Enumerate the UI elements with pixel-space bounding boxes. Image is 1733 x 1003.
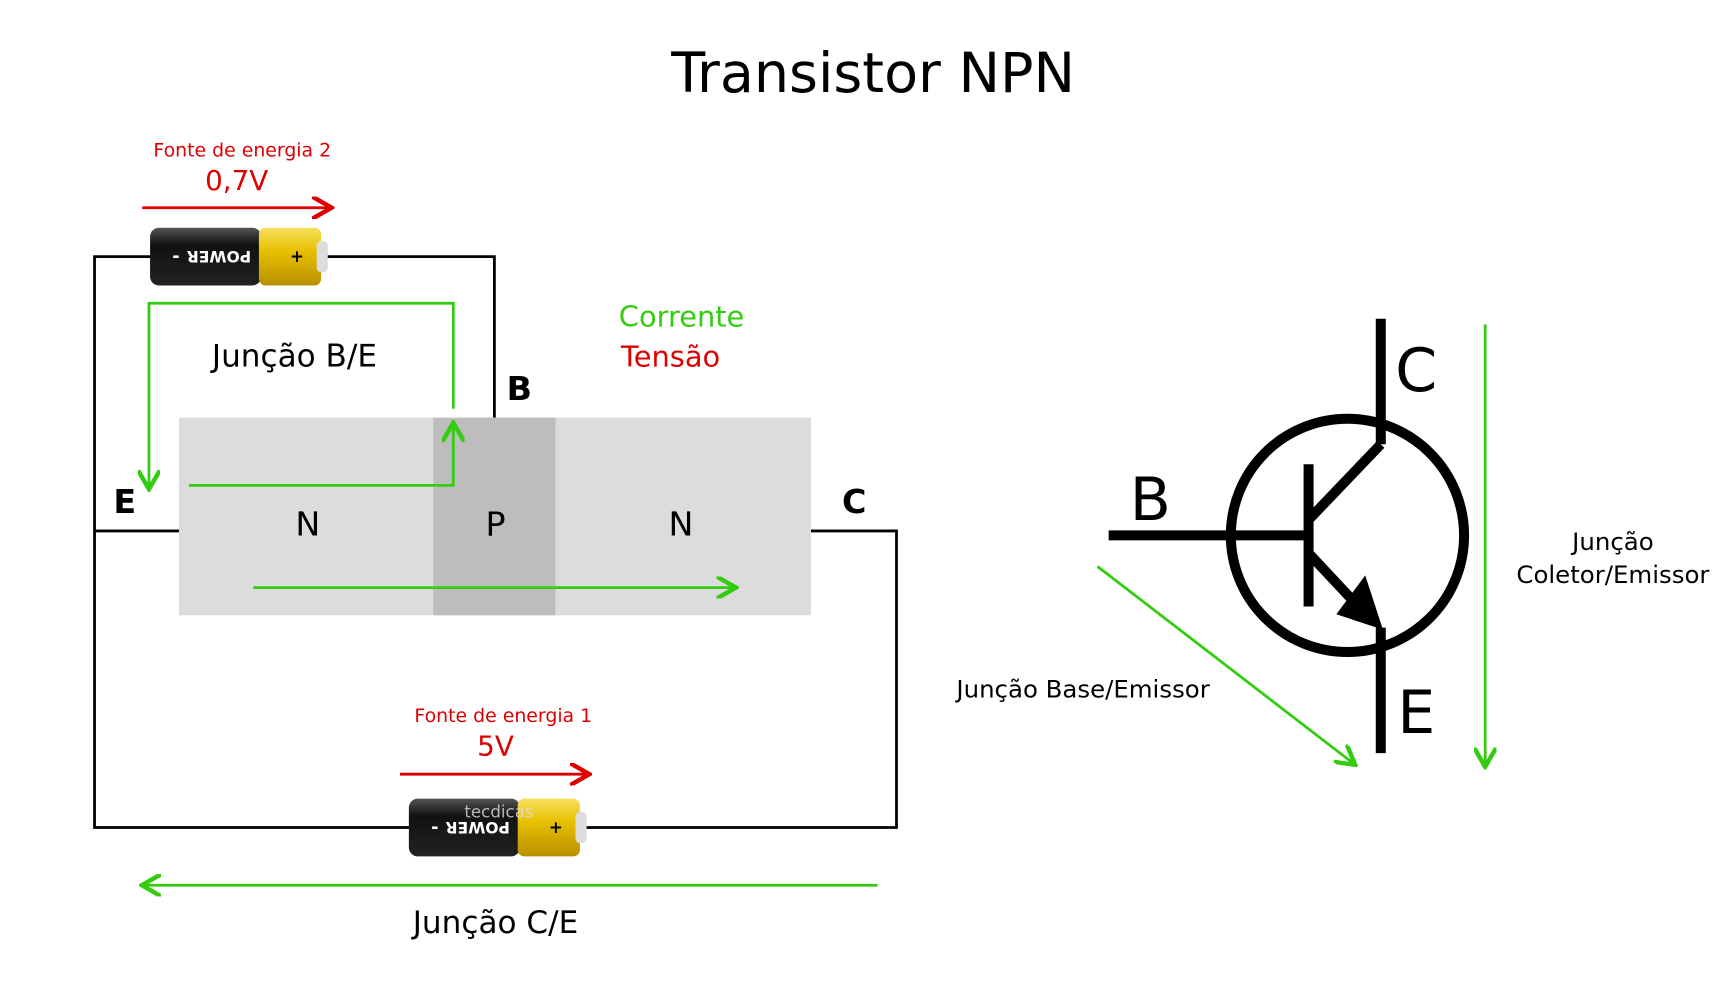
current-arrow-base (188, 425, 453, 487)
battery-minus: - (172, 247, 179, 267)
battery-1: POWER - + tecdicas (408, 798, 587, 857)
junction-ce-label: Junção C/E (411, 905, 578, 941)
source1-voltage: 5V (477, 729, 514, 762)
base-emitter-label: Junção Base/Emissor (954, 675, 1210, 704)
legend-current: Corrente (619, 300, 745, 334)
symbol-b: B (1130, 465, 1171, 535)
current-arrow-be-loop (149, 301, 455, 486)
ce-label-line2: Coletor/Emissor (1516, 560, 1710, 589)
watermark: tecdicas (464, 803, 533, 822)
terminal-c: C (842, 482, 866, 521)
battery-plus: + (549, 818, 563, 837)
emitter-arrow-icon (1336, 575, 1383, 630)
battery-plus: + (290, 247, 304, 266)
junction-be-label: Junção B/E (210, 339, 377, 375)
npn-symbol (1108, 318, 1470, 754)
n-region-collector (555, 417, 811, 616)
terminal-e: E (113, 482, 136, 521)
source1-label: Fonte de energia 1 (414, 705, 592, 727)
region-label: N (669, 504, 694, 543)
source2-label: Fonte de energia 2 (153, 140, 331, 162)
legend-voltage: Tensão (620, 340, 720, 374)
region-label: P (485, 504, 505, 543)
n-region-emitter (178, 417, 435, 616)
terminal-b: B (507, 369, 532, 408)
source2-voltage: 0,7V (205, 164, 268, 197)
battery-2: POWER - + (150, 227, 328, 286)
symbol-c: C (1395, 336, 1437, 406)
base-emitter-arrow (1096, 565, 1353, 763)
ce-label-line1: Junção (1570, 527, 1654, 556)
battery-brand: POWER (446, 818, 510, 836)
symbol-e: E (1397, 678, 1435, 748)
region-label: N (295, 504, 320, 543)
circuit-wires (93, 255, 898, 829)
diagram-title: Transistor NPN (670, 41, 1075, 106)
battery-brand: POWER (187, 247, 251, 265)
battery-minus: - (431, 818, 438, 838)
